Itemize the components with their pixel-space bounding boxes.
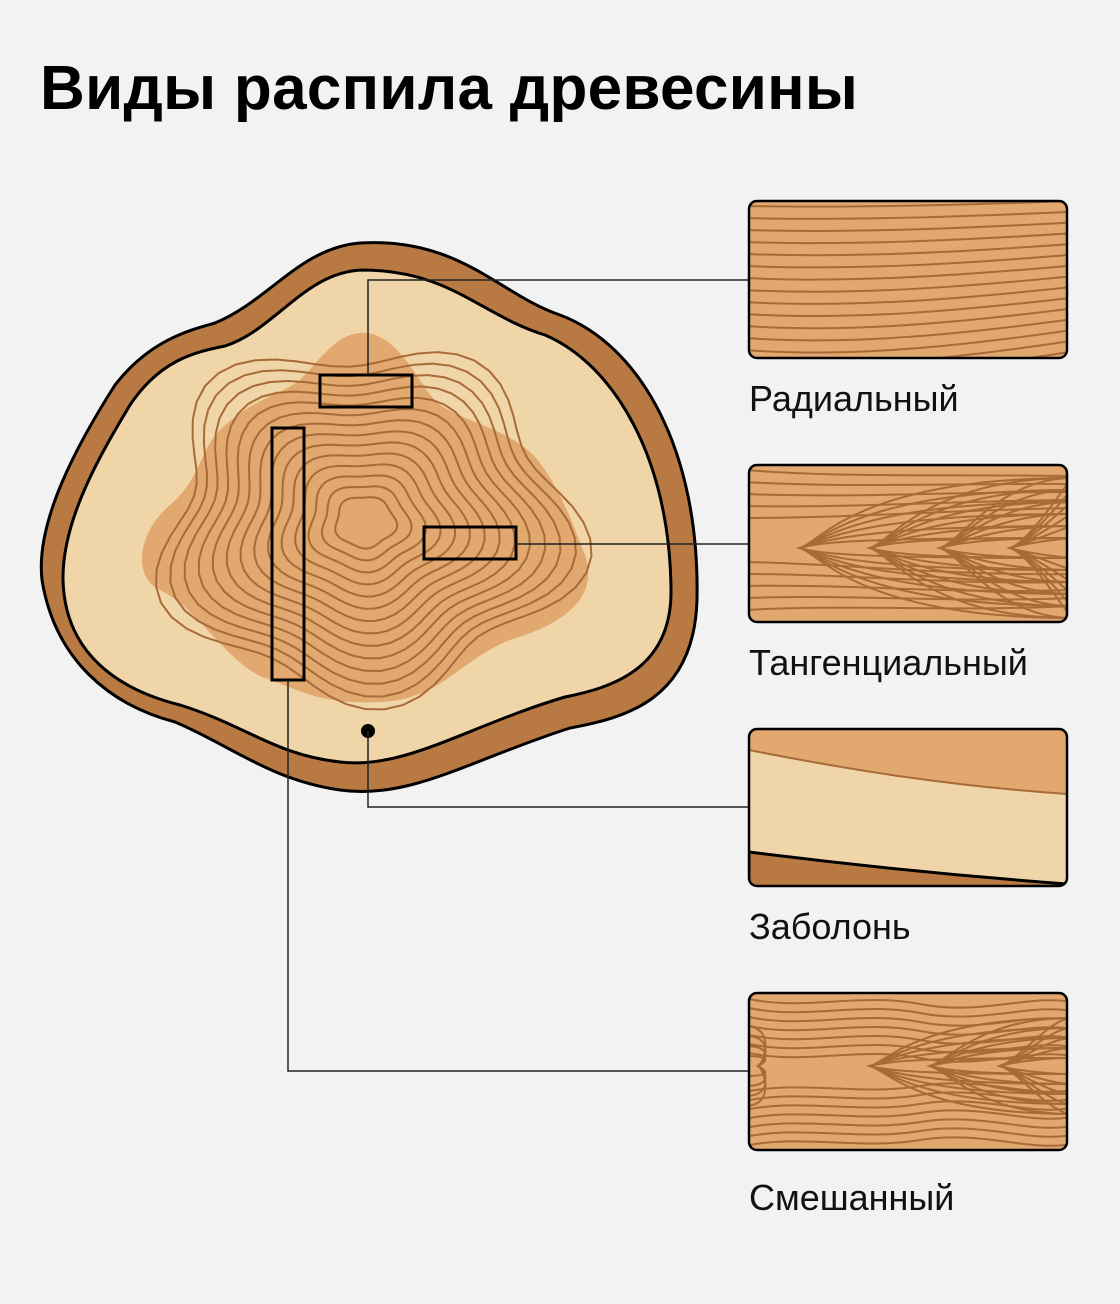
- panel-sapwood: [749, 729, 1067, 890]
- panel-mixed: [745, 993, 1072, 1150]
- label-mixed: Смешанный: [749, 1180, 954, 1216]
- panel-radial: [745, 201, 1072, 377]
- log-cross-section: [41, 243, 697, 792]
- panel-tangential: [745, 465, 1072, 622]
- label-tangential: Тангенциальный: [749, 645, 1028, 681]
- label-radial: Радиальный: [749, 381, 959, 417]
- label-sapwood: Заболонь: [749, 909, 911, 945]
